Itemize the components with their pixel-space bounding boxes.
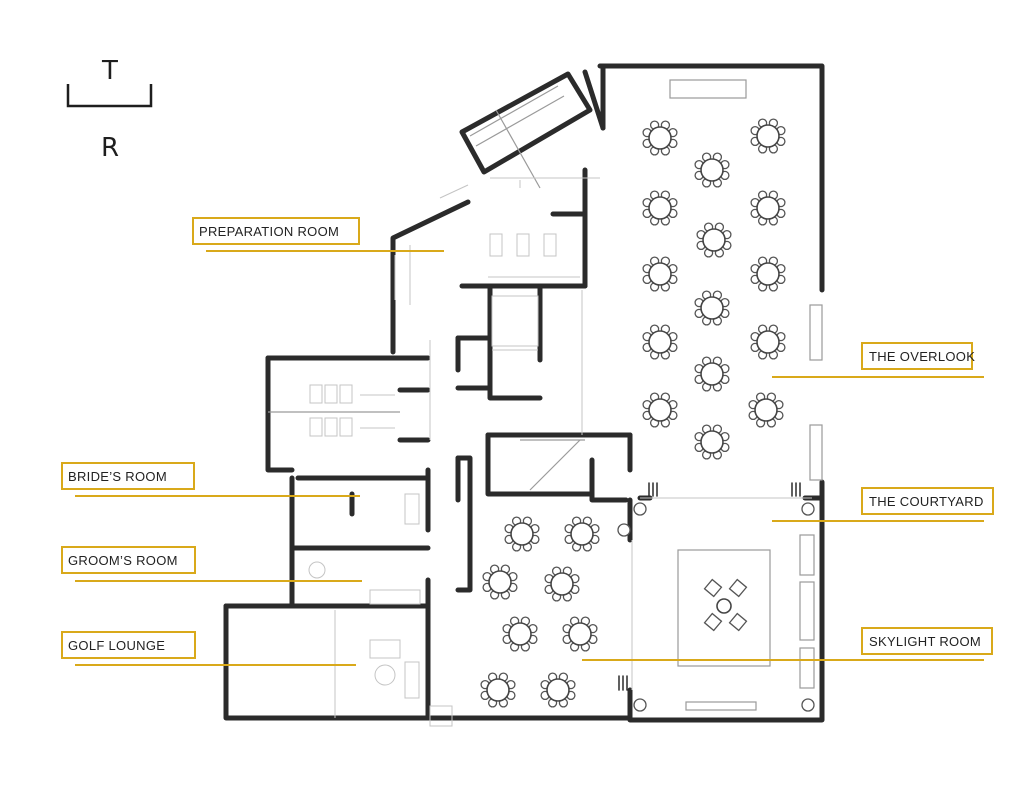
round-table bbox=[564, 516, 600, 552]
round-table bbox=[642, 190, 678, 226]
callout-the-overlook: THE OVERLOOK bbox=[772, 342, 984, 378]
logo-letter-top: T bbox=[101, 56, 118, 86]
round-table bbox=[694, 290, 730, 326]
brand-logo: T R bbox=[66, 56, 153, 163]
round-table bbox=[480, 672, 516, 708]
callout-golf-lounge: GOLF LOUNGE bbox=[61, 631, 356, 666]
round-table bbox=[696, 222, 732, 258]
round-table bbox=[642, 324, 678, 360]
courtyard-seating bbox=[703, 578, 748, 632]
round-table bbox=[642, 256, 678, 292]
label-golf-lounge: GOLF LOUNGE bbox=[68, 638, 165, 653]
label-preparation-room: PREPARATION ROOM bbox=[199, 224, 339, 239]
round-table bbox=[750, 256, 786, 292]
label-brides-room: BRIDE’S ROOM bbox=[68, 469, 167, 484]
round-table bbox=[694, 152, 730, 188]
callout-brides-room: BRIDE’S ROOM bbox=[61, 462, 360, 497]
round-table bbox=[694, 356, 730, 392]
label-the-overlook: THE OVERLOOK bbox=[869, 349, 975, 364]
round-table bbox=[642, 392, 678, 428]
round-table bbox=[540, 672, 576, 708]
round-table bbox=[750, 190, 786, 226]
round-table bbox=[750, 118, 786, 154]
callout-grooms-room: GROOM’S ROOM bbox=[61, 546, 362, 582]
round-table bbox=[750, 324, 786, 360]
round-table bbox=[562, 616, 598, 652]
door-marks bbox=[617, 482, 815, 712]
callout-skylight-room: SKYLIGHT ROOM bbox=[582, 627, 993, 661]
logo-letter-bottom: R bbox=[101, 133, 119, 163]
callout-preparation-room: PREPARATION ROOM bbox=[192, 217, 444, 252]
walls bbox=[223, 63, 825, 723]
round-table bbox=[502, 616, 538, 652]
label-skylight-room: SKYLIGHT ROOM bbox=[869, 634, 981, 649]
round-table bbox=[642, 120, 678, 156]
interior-lines bbox=[268, 79, 823, 727]
round-table bbox=[544, 566, 580, 602]
round-table bbox=[694, 424, 730, 460]
label-the-courtyard: THE COURTYARD bbox=[869, 494, 984, 509]
round-table bbox=[504, 516, 540, 552]
callout-the-courtyard: THE COURTYARD bbox=[772, 487, 994, 522]
round-table bbox=[482, 564, 518, 600]
label-grooms-room: GROOM’S ROOM bbox=[68, 553, 178, 568]
skylight-tables bbox=[480, 516, 600, 708]
overlook-tables bbox=[642, 118, 786, 460]
round-table bbox=[748, 392, 784, 428]
